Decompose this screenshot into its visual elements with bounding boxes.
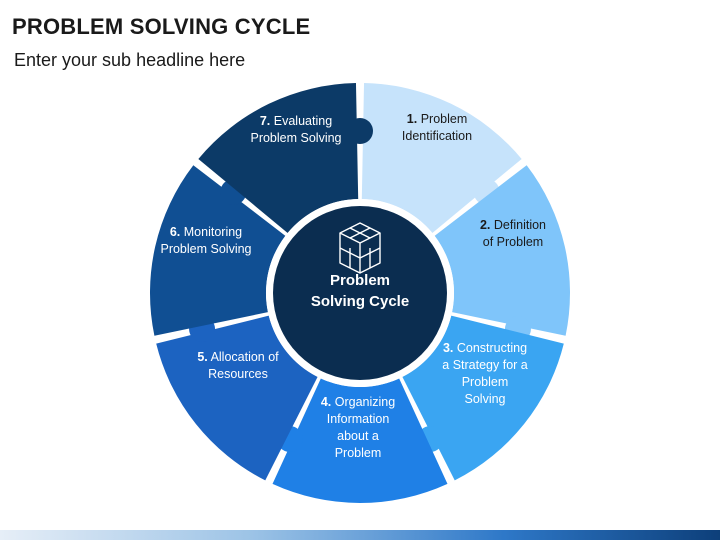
segment-1-line-1: 1. Problem xyxy=(377,111,497,128)
segment-2-line-1: 2. Definition xyxy=(453,217,573,234)
segment-6-text: Monitoring xyxy=(183,225,243,239)
cycle-segment-5 xyxy=(156,315,318,481)
segment-4-text: about a xyxy=(337,429,379,443)
segment-6-line-1: 6. Monitoring xyxy=(146,224,266,241)
segment-3-line-4: Solving xyxy=(425,391,545,408)
segment-5-number: 5. xyxy=(197,350,208,364)
segment-3-text: Constructing xyxy=(456,341,528,355)
segment-5-line-1: 5. Allocation of xyxy=(178,349,298,366)
segment-7-line-1: 7. Evaluating xyxy=(236,113,356,130)
footer-gradient-bar xyxy=(0,530,720,540)
segment-5-text: Resources xyxy=(208,367,268,381)
segment-4-line-1: 4. Organizing xyxy=(298,394,418,411)
center-label: Problem Solving Cycle xyxy=(300,270,420,312)
segment-4-text: Organizing xyxy=(334,395,396,409)
segment-1-line-2: Identification xyxy=(377,128,497,145)
puzzle-tab-7 xyxy=(347,118,373,144)
center-label-line-1: Problem xyxy=(329,272,390,289)
segment-3-line-1: 3. Constructing xyxy=(425,340,545,357)
segment-4-line-2: Information xyxy=(298,411,418,428)
segment-4-line-3: about a xyxy=(298,428,418,445)
segment-7-text: Problem Solving xyxy=(250,131,342,145)
segment-3-line-3: Problem xyxy=(425,374,545,391)
segment-4-line-4: Problem xyxy=(298,445,418,462)
segment-1-number: 1. xyxy=(406,112,418,126)
page-title: PROBLEM SOLVING CYCLE xyxy=(12,14,311,39)
cycle-segment-1 xyxy=(361,83,522,233)
segment-1-text: Problem xyxy=(420,112,468,126)
segment-3-text: Solving xyxy=(464,392,506,406)
segment-2-number: 2. xyxy=(479,218,491,232)
segment-5-text: Allocation of xyxy=(210,350,279,364)
segment-6-line-2: Problem Solving xyxy=(146,241,266,258)
segment-7-line-2: Problem Solving xyxy=(236,130,356,147)
segment-4-text: Information xyxy=(326,412,390,426)
segment-2-text: of Problem xyxy=(482,235,544,249)
segment-3-number: 3. xyxy=(442,341,454,355)
cycle-segment-6 xyxy=(149,165,286,336)
segment-4-number: 4. xyxy=(320,395,332,409)
segment-3-text: a Strategy for a xyxy=(442,358,528,372)
segment-2-text: Definition xyxy=(493,218,547,232)
cycle-segment-7 xyxy=(198,83,359,233)
cycle-segment-4 xyxy=(272,378,448,504)
center-circle xyxy=(273,206,447,380)
center-label-line-2: Solving Cycle xyxy=(310,293,410,310)
segment-2-line-2: of Problem xyxy=(453,234,573,251)
segment-7-number: 7. xyxy=(259,114,271,128)
segment-6-number: 6. xyxy=(169,225,181,239)
page-subtitle: Enter your sub headline here xyxy=(14,50,246,70)
segment-3-line-2: a Strategy for a xyxy=(425,357,545,374)
segment-4-text: Problem xyxy=(334,446,382,460)
segment-7-text: Evaluating xyxy=(273,114,333,128)
segment-6-text: Problem Solving xyxy=(160,242,252,256)
segment-3-text: Problem xyxy=(461,375,509,389)
cycle-segment-2 xyxy=(434,165,571,336)
segment-5-line-2: Resources xyxy=(178,366,298,383)
segment-1-text: Identification xyxy=(401,129,473,143)
cube-icon xyxy=(339,222,381,274)
